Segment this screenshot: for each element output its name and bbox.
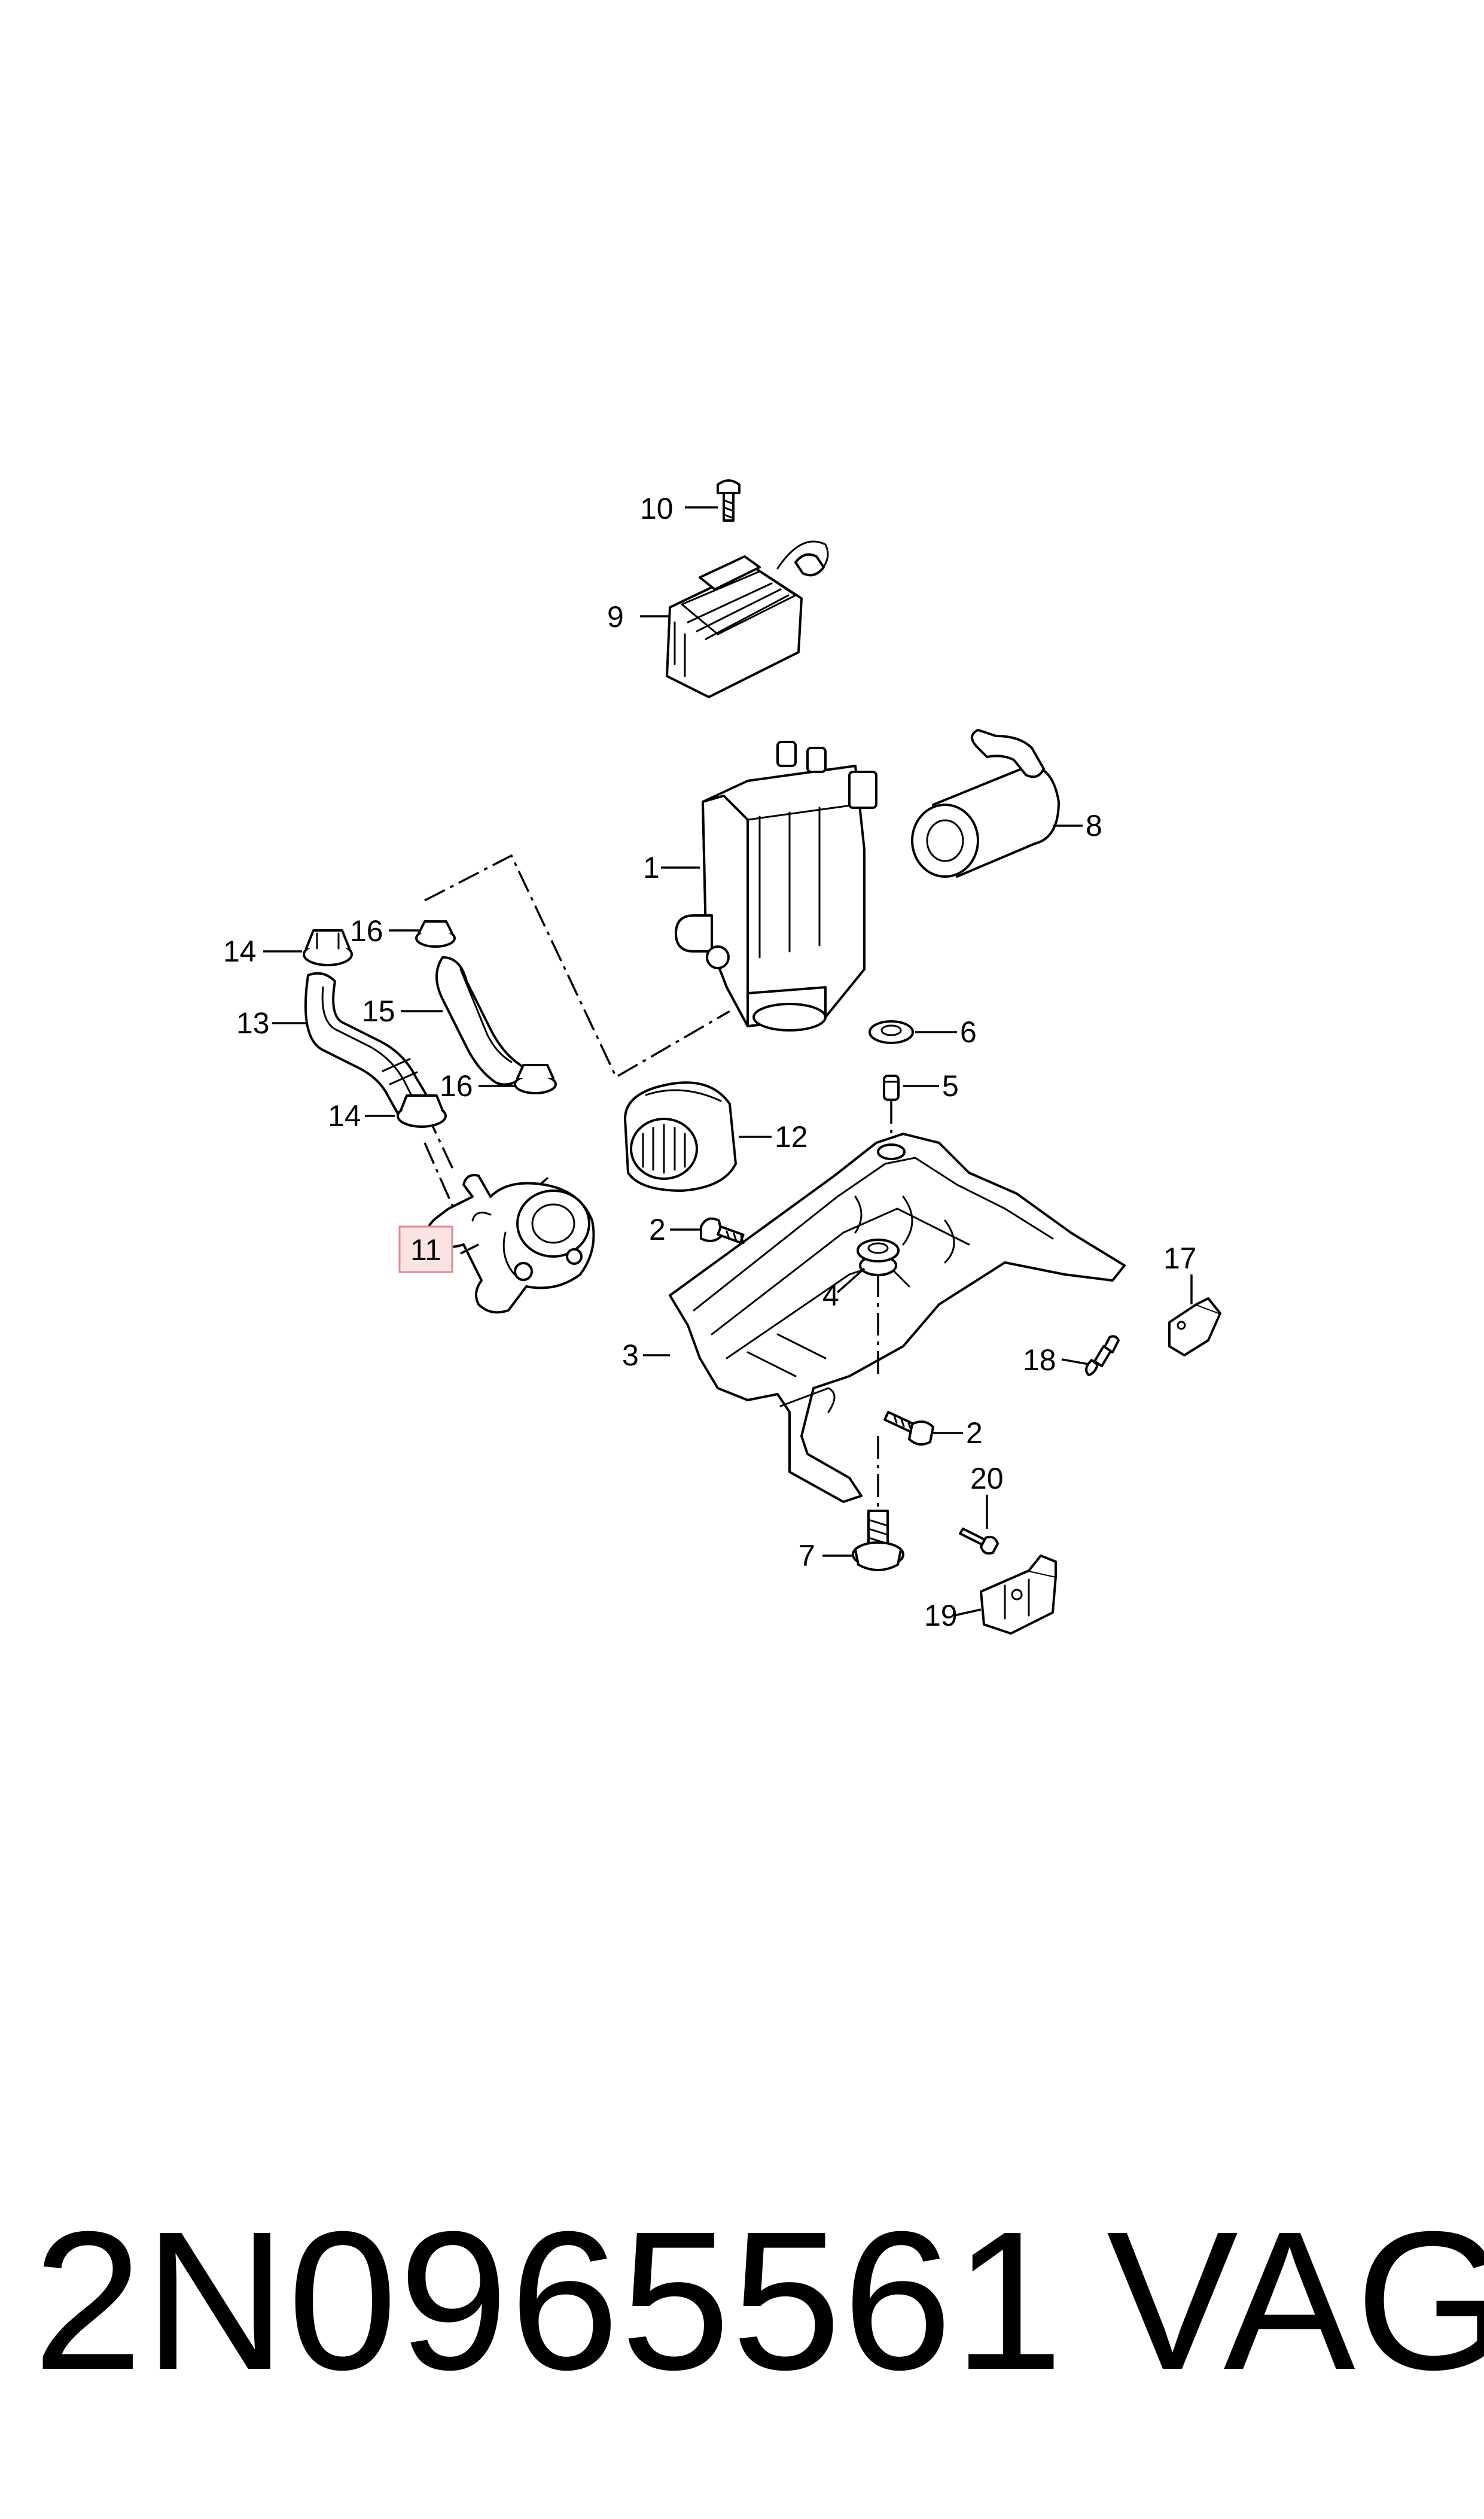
assembly-line-upper (424, 854, 730, 1079)
callout-2a[interactable]: 2 (649, 1213, 666, 1246)
callout-6[interactable]: 6 (960, 1015, 977, 1049)
callout-20[interactable]: 20 (970, 1462, 1004, 1495)
callout-15[interactable]: 15 (362, 994, 395, 1028)
callout-11-highlight (398, 1225, 453, 1273)
callout-16a[interactable]: 16 (350, 914, 383, 948)
part-17-clip[interactable] (1168, 1297, 1221, 1356)
callout-5[interactable]: 5 (942, 1069, 959, 1103)
part-18-rivet[interactable] (1085, 1335, 1120, 1376)
part-16-clamp-lower[interactable] (514, 1064, 557, 1094)
callout-1[interactable]: 1 (643, 851, 660, 884)
callout-11[interactable]: 11 (410, 1233, 441, 1267)
callout-14a[interactable]: 14 (223, 935, 257, 968)
part-1-main-unit[interactable] (675, 741, 877, 1032)
callout-12[interactable]: 12 (775, 1120, 808, 1154)
brand-name: VAG (1107, 2190, 1484, 2411)
part-2-bolt-upper[interactable] (700, 1217, 745, 1245)
part-12-sleeve[interactable] (624, 1081, 737, 1192)
part-number: 2N0965561 (33, 2190, 1065, 2411)
callout-9[interactable]: 9 (607, 600, 624, 634)
callout-4[interactable]: 4 (822, 1279, 839, 1312)
part-14-clamp-lower[interactable] (397, 1094, 447, 1128)
part-14-clamp-upper[interactable] (303, 929, 353, 966)
part-10-screw[interactable] (717, 479, 741, 522)
callout-7[interactable]: 7 (799, 1539, 815, 1572)
part-5-pin[interactable] (883, 1075, 900, 1101)
part-7-bolt-large[interactable] (852, 1510, 904, 1571)
callout-3[interactable]: 3 (622, 1338, 639, 1372)
callout-16b[interactable]: 16 (440, 1069, 473, 1103)
callout-14b[interactable]: 14 (328, 1099, 361, 1133)
part-19-bracket[interactable] (980, 1554, 1057, 1635)
part-20-pin[interactable] (959, 1528, 999, 1555)
part-3-carrier-bracket[interactable] (669, 1133, 1126, 1503)
callout-2b[interactable]: 2 (966, 1416, 983, 1450)
callout-18[interactable]: 18 (1023, 1343, 1056, 1377)
callout-17[interactable]: 17 (1163, 1242, 1197, 1275)
part-4-rubber-mount[interactable] (857, 1239, 900, 1262)
part-6-washer[interactable] (869, 1020, 914, 1044)
callout-8[interactable]: 8 (1086, 809, 1102, 842)
part-9-control-module[interactable] (666, 540, 829, 698)
part-2-bolt-lower[interactable] (883, 1411, 934, 1446)
callout-13[interactable]: 13 (236, 1006, 270, 1040)
part-16-clamp-upper[interactable] (415, 920, 456, 948)
part-15-hose[interactable] (435, 956, 528, 1086)
callout-19[interactable]: 19 (924, 1599, 958, 1632)
part-11-water-pump[interactable] (426, 1174, 595, 1314)
part-8-cylinder[interactable] (911, 729, 1060, 878)
callout-10[interactable]: 10 (640, 492, 674, 525)
